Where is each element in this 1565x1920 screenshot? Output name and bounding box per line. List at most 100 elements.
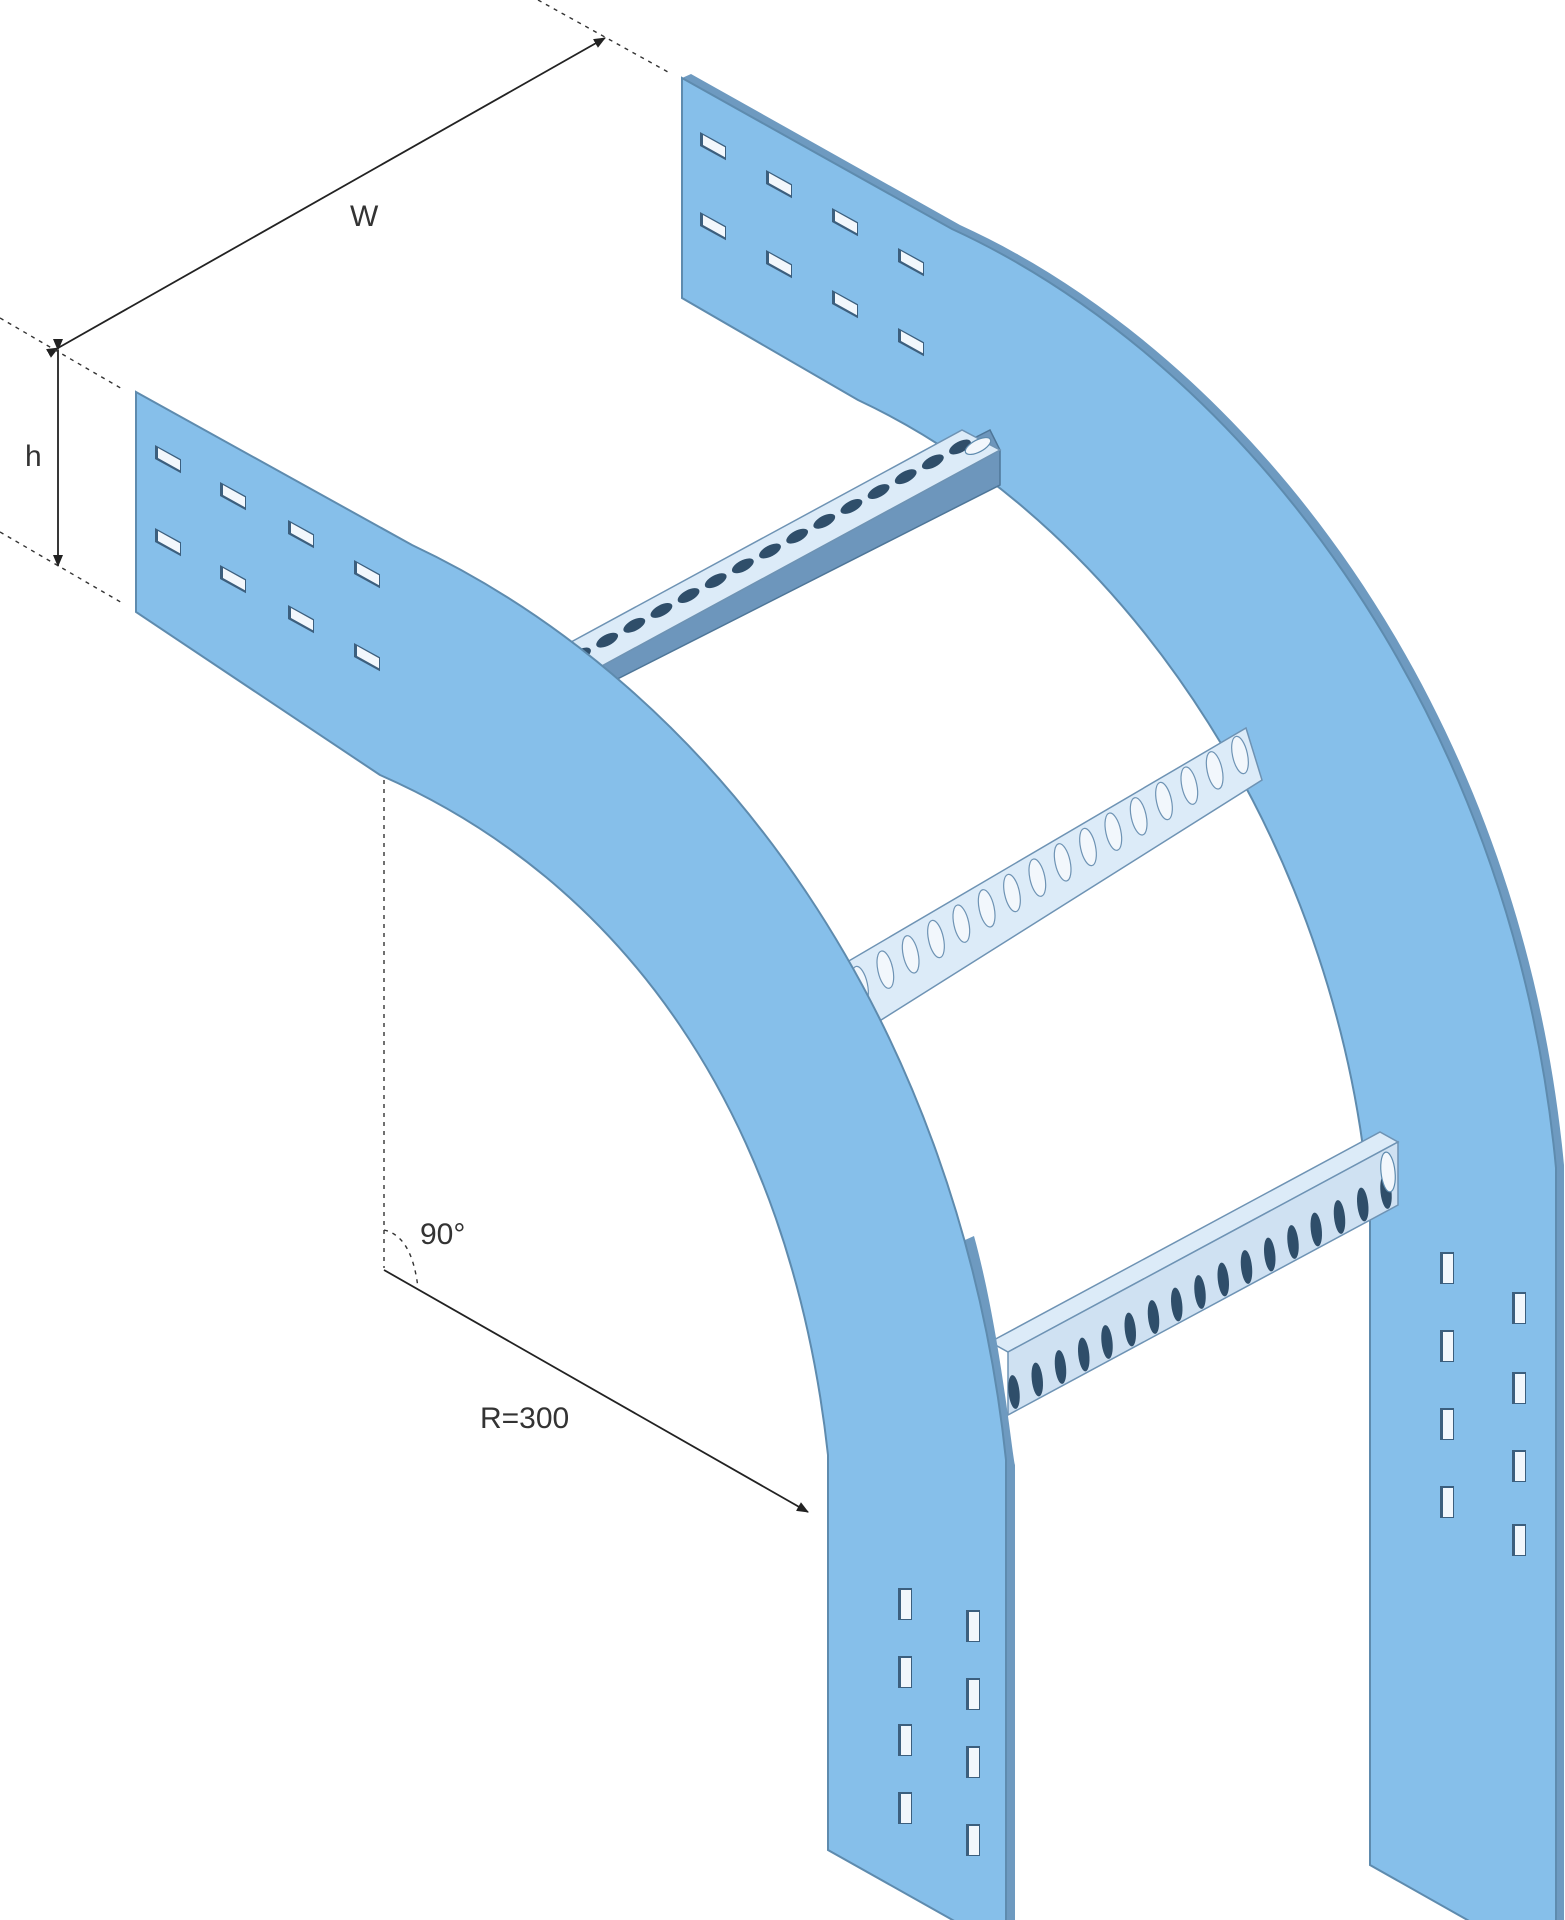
- rung-slot: [1147, 1300, 1160, 1334]
- dimension-lines: [45, 37, 809, 1513]
- front-rail-slots: [155, 445, 980, 1856]
- rung-slot: [921, 454, 944, 470]
- rung-slot: [894, 469, 917, 485]
- rung-slot: [1101, 1325, 1113, 1359]
- rung-slot: [677, 588, 700, 604]
- slot-inner: [969, 1680, 979, 1709]
- front-side-rail: [135, 390, 1015, 1920]
- rung-slot: [1240, 1250, 1253, 1284]
- slot-inner: [291, 523, 313, 546]
- rung-slot: [1054, 1350, 1067, 1384]
- rung-middle: [828, 726, 1263, 1029]
- rung-slot: [876, 950, 895, 989]
- width-label: W: [350, 200, 379, 233]
- slot-inner: [769, 173, 791, 196]
- rung-slot: [952, 904, 971, 943]
- rung-slot: [1180, 766, 1199, 805]
- rung-slot: [596, 632, 619, 648]
- slot-inner: [1443, 1254, 1453, 1283]
- rung-slot: [1263, 1237, 1276, 1272]
- rung-slot: [1205, 751, 1224, 790]
- rung-slot: [1079, 827, 1097, 867]
- width-dimension-line: [45, 37, 606, 358]
- slot-inner: [158, 448, 180, 471]
- slot-inner: [901, 251, 923, 274]
- slot-inner: [901, 1590, 911, 1619]
- rung-slot: [759, 543, 781, 559]
- rung-slot: [1287, 1225, 1299, 1259]
- slot-inner: [703, 215, 725, 238]
- slot-inner: [901, 1794, 911, 1823]
- rung-end-slot: [1380, 1151, 1396, 1193]
- slot-inner: [901, 1658, 911, 1687]
- w-extension-right: [537, 0, 669, 73]
- slot-inner: [969, 1826, 979, 1855]
- radius-label: R=300: [480, 1402, 569, 1435]
- rung-end-slot: [964, 436, 992, 456]
- rung-bottom-slots: [1008, 1151, 1396, 1409]
- rung-slot: [867, 484, 890, 500]
- rung-bottom-side: [1007, 1140, 1399, 1417]
- rung-middle-face: [828, 726, 1263, 1029]
- rung-slot: [704, 573, 727, 589]
- rung-slot: [1124, 1312, 1137, 1347]
- slot-inner: [703, 135, 725, 158]
- rung-slot: [1310, 1212, 1323, 1247]
- rung-slot: [840, 498, 863, 514]
- rung-slot: [1053, 843, 1072, 882]
- rung-bottom: [988, 1131, 1400, 1417]
- rung-slot: [813, 513, 836, 529]
- rung-slot: [901, 935, 920, 974]
- rung-slot: [1129, 797, 1148, 836]
- rung-slot: [731, 558, 754, 574]
- slot-inner: [223, 485, 245, 508]
- slot-inner: [1515, 1294, 1525, 1323]
- dimension-labels: W h 90° R=300: [25, 200, 569, 1435]
- slot-inner: [357, 646, 379, 669]
- h-extension-bottom: [0, 531, 125, 605]
- rung-slot: [1003, 873, 1021, 913]
- slot-inner: [1443, 1488, 1453, 1517]
- rung-slot: [1031, 1362, 1044, 1397]
- slot-inner: [1515, 1526, 1525, 1555]
- rung-bottom-top: [988, 1131, 1400, 1353]
- extension-lines: [0, 0, 669, 1289]
- slot-inner: [357, 563, 379, 586]
- rung-slot: [949, 439, 971, 455]
- slot-inner: [901, 331, 923, 354]
- rung-slot: [623, 617, 646, 633]
- rung-slot: [786, 528, 809, 544]
- height-label: h: [25, 440, 42, 473]
- rung-slot: [1333, 1200, 1346, 1234]
- rung-slot: [1008, 1375, 1020, 1409]
- back-rail-slots: [700, 132, 1526, 1556]
- rung-slot: [650, 602, 673, 618]
- slot-inner: [901, 1726, 911, 1755]
- angle-label: 90°: [420, 1218, 465, 1251]
- rung-slot: [1155, 781, 1173, 821]
- rung-slot: [927, 919, 945, 959]
- w-extension-left: [0, 317, 125, 391]
- rung-slot: [1231, 735, 1249, 775]
- rung-slot: [977, 889, 996, 928]
- slot-inner: [969, 1612, 979, 1641]
- rung-slot: [1104, 812, 1123, 851]
- slot-inner: [1515, 1374, 1525, 1403]
- rung-middle-slots: [851, 735, 1249, 1005]
- slot-inner: [835, 293, 857, 316]
- slot-inner: [835, 211, 857, 234]
- rung-slot: [1170, 1287, 1183, 1322]
- rung-slot: [1077, 1337, 1090, 1372]
- rung-slot: [1217, 1262, 1230, 1297]
- rung-top: [558, 428, 1002, 702]
- slot-inner: [1443, 1410, 1453, 1439]
- rung-slot: [1356, 1187, 1369, 1222]
- slot-inner: [1443, 1332, 1453, 1361]
- radius-dimension-line: [383, 1269, 809, 1513]
- angle-arc: [383, 1229, 419, 1289]
- slot-inner: [158, 531, 180, 554]
- rung-slot: [1194, 1275, 1206, 1309]
- front-rail-face: [135, 390, 1007, 1920]
- slot-inner: [223, 568, 245, 591]
- slot-inner: [291, 608, 313, 631]
